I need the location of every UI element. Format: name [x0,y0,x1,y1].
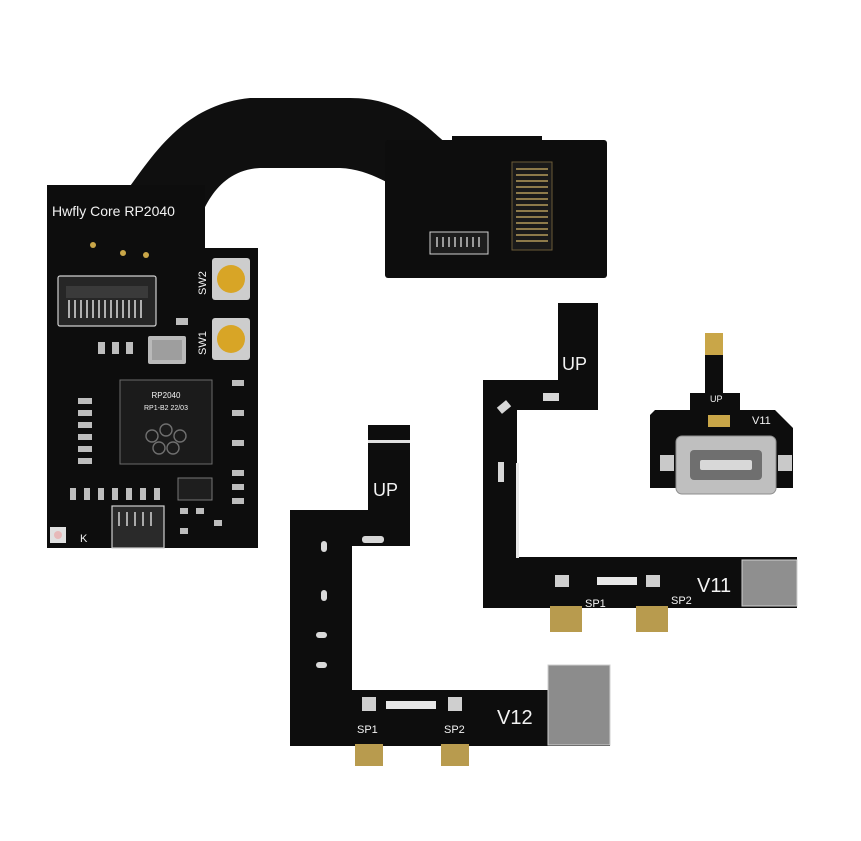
connector-pins [516,168,548,242]
v11-up-label: UP [562,354,587,374]
switch-sw2: SW2 [197,258,250,300]
main-board: Hwfly Core RP2040 SW2 SW1 [47,185,258,549]
v11-gold-tab-sp2 [636,606,668,632]
v11-pcb [483,303,797,608]
v12-pcb [290,425,610,746]
rp2040-chip: RP2040 RP1-B2 22/03 [119,379,213,465]
ic-chip [177,477,213,501]
v12-gold-tab-sp1 [355,744,383,766]
main-board-pcb [47,185,258,548]
board-bottom-connector [111,505,165,549]
v11-pad-sp2: SP2 [671,595,692,607]
v11-gold-tab-sp1 [550,606,582,632]
usb-up-label: UP [710,394,723,404]
usb-board: UP V11 [650,333,793,495]
svg-text:SW2: SW2 [197,271,209,295]
gold-test-points [90,242,149,258]
board-v11: UP V11 SP1 SP2 [483,303,798,632]
v12-pad-sp1: SP1 [357,724,378,736]
v11-version: V11 [697,575,731,597]
svg-text:RP1-B2 22/03: RP1-B2 22/03 [144,405,188,412]
v11-pad-sp1: SP1 [585,598,606,610]
v12-contact-plate [547,664,611,746]
v12-pad-sp2: SP2 [444,724,465,736]
smd-components [70,318,244,534]
flex-cable [120,98,607,278]
v12-version: V12 [497,707,533,729]
board-v12: UP V12 SP1 SP2 [290,425,611,766]
svg-text:K: K [80,533,88,545]
v12-up-label: UP [373,480,398,500]
switch-sw1: SW1 [197,318,250,360]
raspberry-logo-icon [145,423,187,455]
usb-version: V11 [752,415,771,427]
board-title: Hwfly Core RP2040 [52,203,175,219]
flex-connector-board [385,140,607,278]
usb-flex-gold-tip [705,333,723,359]
svg-text:RP2040: RP2040 [152,391,181,400]
svg-text:SW1: SW1 [197,331,209,355]
v12-gold-tab-sp2 [441,744,469,766]
v11-contact-plate [741,559,798,607]
